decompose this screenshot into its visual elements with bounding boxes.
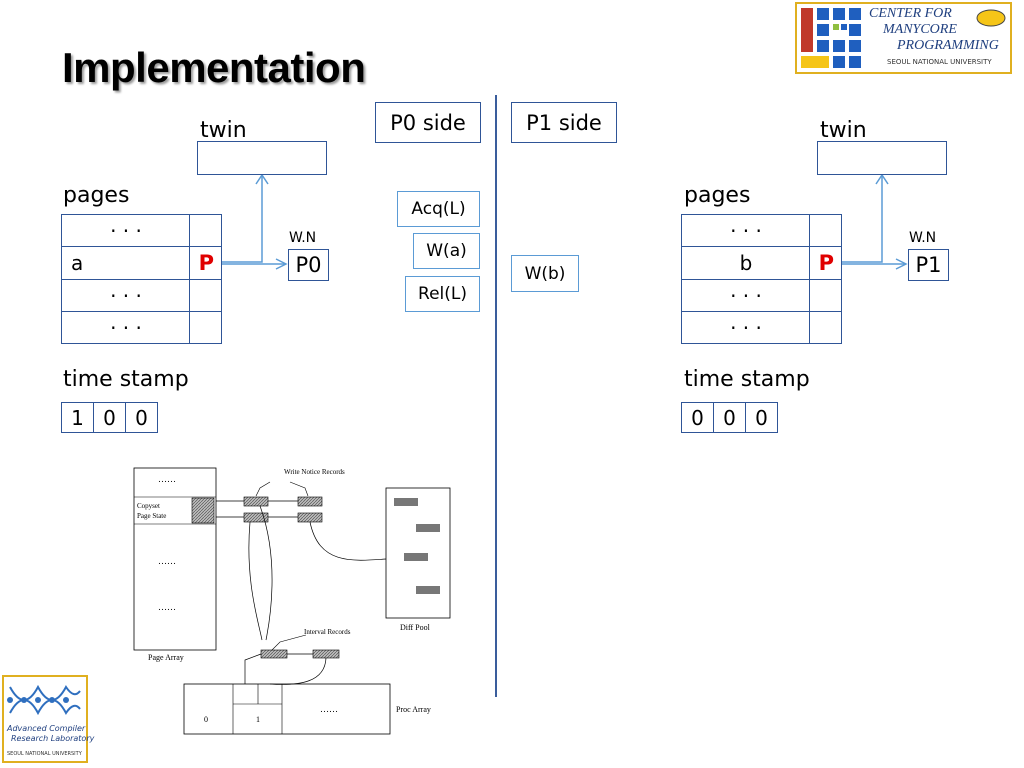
left-page-row: · · · (61, 311, 191, 344)
cmp-logo-univ: SEOUL NATIONAL UNIVERSITY (887, 58, 992, 66)
left-page-row (189, 279, 222, 312)
proc-0-label: 0 (204, 715, 208, 724)
left-page-row (189, 214, 222, 247)
cmp-logo-line1: CENTER FOR (869, 6, 952, 21)
right-page-row: · · · (681, 279, 811, 312)
left-wn-label: W.N (289, 230, 317, 246)
right-timestamp-cell: 0 (713, 402, 746, 433)
side-divider (495, 95, 497, 697)
left-page-a-label: a (71, 251, 84, 275)
page-array-label: Page Array (148, 653, 184, 662)
left-timestamp-cell: 0 (125, 402, 158, 433)
page-array-dots: …… (158, 556, 176, 566)
right-timestamp-cell: 0 (745, 402, 778, 433)
acrl-logo-graphic (7, 684, 81, 716)
left-p-marker: P (198, 251, 214, 275)
left-timestamp-cell: 1 (61, 402, 94, 433)
interval-records-label: Interval Records (304, 628, 351, 636)
cmp-logo-line2: MANYCORE (883, 22, 957, 37)
page-array-dots: …… (158, 602, 176, 612)
write-notice-label: Write Notice Records (284, 468, 345, 476)
diff-pool-label: Diff Pool (400, 623, 431, 632)
page-array-dots: …… (158, 474, 176, 484)
p1-side-label: P1 side (511, 102, 617, 143)
p0-side-label: P0 side (375, 102, 481, 143)
proc-1-label: 1 (256, 715, 260, 724)
left-page-row: · · · (61, 214, 191, 247)
proc-array-box (183, 683, 391, 735)
acrl-logo: Advanced Compiler Research Laboratory SE… (2, 675, 94, 763)
left-page-row: · · · (61, 279, 191, 312)
right-twin-label: twin (820, 118, 867, 143)
left-p-marker-cell: P (189, 246, 222, 280)
right-p-marker-cell: P (809, 246, 842, 280)
proc-array-dots: …… (320, 704, 338, 714)
page-state-label: Page State (137, 512, 166, 520)
acrl-logo-line2: Research Laboratory (11, 734, 95, 743)
right-timestamp-cell: 0 (681, 402, 714, 433)
cmp-logo: CENTER FOR MANYCORE PROGRAMMING SEOUL NA… (795, 2, 1012, 74)
right-wn-box: P1 (908, 249, 949, 281)
right-twin-box (817, 141, 947, 175)
op-release-lock: Rel(L) (405, 276, 480, 312)
right-page-row (809, 279, 842, 312)
acrl-logo-univ: SEOUL NATIONAL UNIVERSITY (7, 751, 82, 757)
op-write-a: W(a) (413, 233, 480, 269)
op-write-b: W(b) (511, 255, 579, 292)
left-pages-label: pages (63, 183, 130, 208)
right-page-row: · · · (681, 311, 811, 344)
right-wn-label: W.N (909, 230, 937, 246)
proc-array-label: Proc Array (396, 705, 431, 714)
cmp-logo-graphic (801, 8, 1006, 68)
left-twin-label: twin (200, 118, 247, 143)
cmp-logo-line3: PROGRAMMING (897, 38, 999, 53)
right-page-row-b: b (681, 246, 811, 280)
right-pages-label: pages (684, 183, 751, 208)
data-structures-figure: …… Copyset Page State …… …… Page Array W… (133, 467, 451, 735)
right-page-row (809, 311, 842, 344)
right-timestamp-label: time stamp (684, 367, 810, 392)
copyset-label: Copyset (137, 502, 160, 510)
right-page-row (809, 214, 842, 247)
left-twin-box (197, 141, 327, 175)
left-timestamp-cell: 0 (93, 402, 126, 433)
left-page-row-a: a (61, 246, 191, 280)
op-acquire-lock: Acq(L) (397, 191, 480, 227)
page-title: Implementation (62, 44, 366, 91)
right-p-marker: P (818, 251, 834, 275)
left-timestamp-label: time stamp (63, 367, 189, 392)
left-wn-box: P0 (288, 249, 329, 281)
acrl-logo-line1: Advanced Compiler (7, 724, 86, 733)
left-page-row (189, 311, 222, 344)
right-page-row: · · · (681, 214, 811, 247)
